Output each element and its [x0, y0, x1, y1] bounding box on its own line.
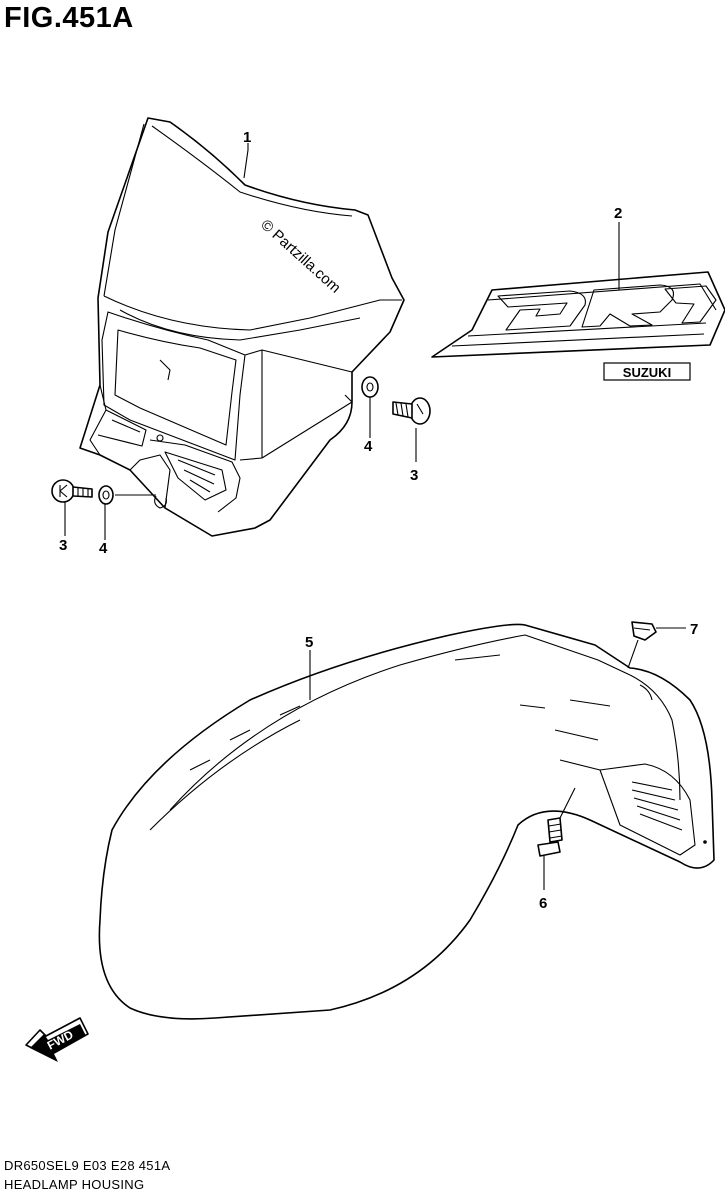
figure-code: DR650SEL9 E03 E28 451A: [4, 1158, 171, 1173]
callout-headlamp-housing: 1: [243, 129, 251, 146]
washer-right[interactable]: [361, 376, 379, 398]
screw-left[interactable]: [51, 479, 93, 503]
callout-grommet: 7: [690, 621, 698, 638]
callout-fender-bolt: 6: [539, 895, 547, 912]
callout-washer-left: 4: [99, 540, 108, 557]
decal-brand-text: SUZUKI: [623, 365, 671, 380]
figure-title: FIG.451A: [4, 2, 134, 34]
callout-screw-right: 3: [410, 467, 418, 484]
callout-front-fender: 5: [305, 634, 313, 651]
grommet[interactable]: [631, 621, 657, 641]
callout-decal: 2: [614, 205, 622, 222]
suzuki-box: [603, 362, 691, 381]
callout-screw-left: 3: [59, 537, 67, 554]
leader-lines: [64, 143, 686, 890]
screw-right[interactable]: [392, 397, 431, 425]
headlamp-housing[interactable]: [79, 117, 405, 537]
washer-left[interactable]: [98, 485, 114, 505]
decal[interactable]: SUZUKI: [431, 271, 725, 381]
fwd-arrow: FWD: [25, 1017, 89, 1062]
front-fender[interactable]: [98, 623, 715, 1020]
callout-washer-right: 4: [364, 438, 373, 455]
fender-bolt[interactable]: [537, 817, 563, 857]
figure-name: HEADLAMP HOUSING: [4, 1177, 145, 1192]
